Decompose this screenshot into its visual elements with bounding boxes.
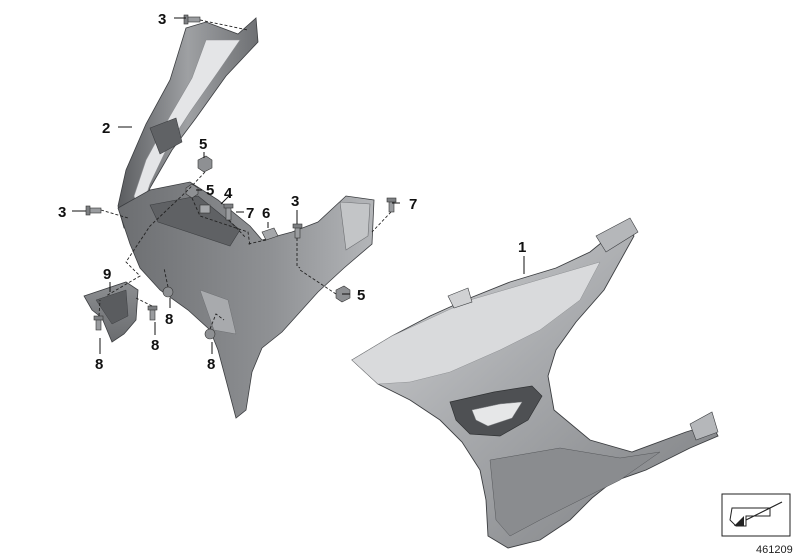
screw-3-top bbox=[183, 14, 201, 25]
screw-8-a bbox=[93, 315, 104, 331]
callout-labels: 3 2 3 5 5 4 7 6 3 7 1 5 9 8 8 8 8 bbox=[58, 11, 526, 373]
nut-5-a bbox=[197, 155, 213, 173]
callout-1: 1 bbox=[518, 239, 526, 256]
clip-6 bbox=[261, 227, 279, 241]
nut-5-b bbox=[185, 183, 199, 199]
screw-3-left bbox=[85, 205, 102, 216]
callout-8-d: 8 bbox=[207, 356, 215, 373]
callout-3-left: 3 bbox=[58, 204, 66, 221]
part-1-side-panel bbox=[351, 217, 719, 549]
callout-8-c: 8 bbox=[165, 311, 173, 328]
inner-panel bbox=[117, 181, 375, 419]
assembly-lines bbox=[98, 19, 392, 330]
screw-8-c bbox=[162, 286, 174, 298]
screw-7-b bbox=[386, 197, 397, 213]
callout-2: 2 bbox=[102, 120, 110, 137]
callout-8-b: 8 bbox=[151, 337, 159, 354]
callout-5-c: 5 bbox=[357, 287, 365, 304]
callout-5-a: 5 bbox=[199, 136, 207, 153]
callout-7-b: 7 bbox=[409, 196, 417, 213]
callout-5-b: 5 bbox=[206, 182, 214, 199]
callout-3-mid: 3 bbox=[291, 193, 299, 210]
screw-8-d bbox=[204, 328, 216, 340]
screw-8-b bbox=[147, 305, 158, 321]
part-9-bracket bbox=[83, 281, 139, 343]
callout-4: 4 bbox=[224, 185, 233, 202]
callout-6: 6 bbox=[262, 205, 270, 222]
callout-9: 9 bbox=[103, 266, 111, 283]
document-number: 461209 bbox=[756, 544, 793, 556]
callout-8-a: 8 bbox=[95, 356, 103, 373]
clip-4 bbox=[199, 204, 211, 214]
screw-7-a bbox=[223, 203, 234, 221]
callout-3-top: 3 bbox=[158, 11, 166, 28]
callout-7-a: 7 bbox=[246, 205, 254, 222]
orientation-symbol bbox=[721, 493, 791, 537]
leader-lines bbox=[72, 17, 525, 354]
